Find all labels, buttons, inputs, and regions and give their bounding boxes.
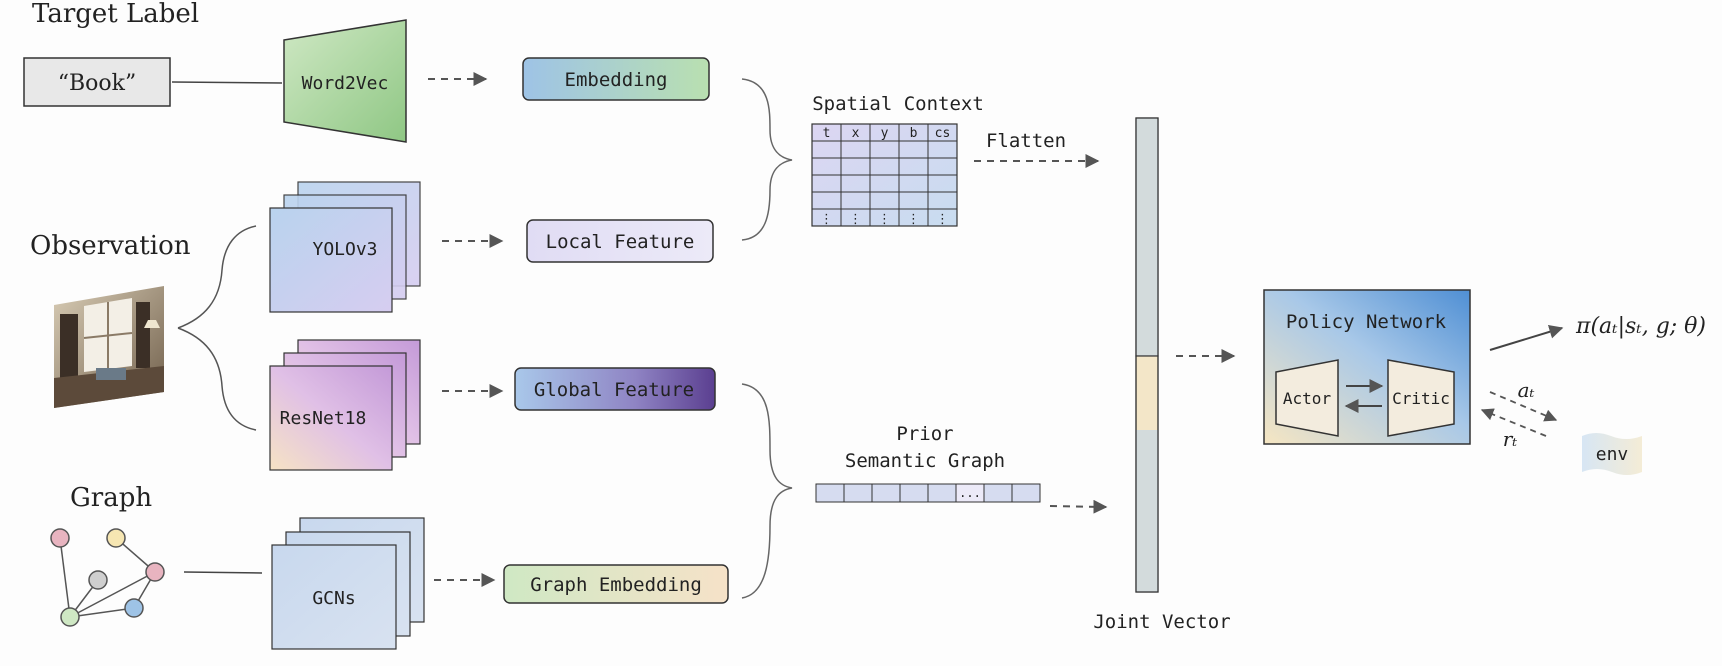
book-label: “Book” — [58, 71, 136, 96]
reward-arrow — [1480, 408, 1547, 437]
prior-vector-cell — [899, 483, 929, 503]
prior-vector-cell — [815, 483, 845, 503]
graph-to-gcn-line — [183, 571, 263, 574]
actor-block — [1275, 359, 1339, 437]
spatial-table-header-x: x — [852, 126, 860, 141]
prior-vector-cell — [1011, 483, 1041, 503]
book-to-word2vec-line — [171, 81, 283, 84]
target-label-heading: Target Label — [32, 0, 199, 29]
spatial-table-ellipsis: ⋮ — [907, 212, 920, 227]
prior-arrow — [1049, 499, 1108, 514]
word2vec-block — [283, 19, 407, 143]
critic-label: Critic — [1392, 389, 1450, 408]
graph-icon — [50, 528, 165, 627]
embedding-box — [522, 57, 710, 101]
word2vec-label: Word2Vec — [302, 73, 389, 94]
book-box — [23, 57, 171, 107]
semantic-brace — [741, 383, 793, 599]
prior-vector-cell — [927, 483, 957, 503]
observation-image — [54, 286, 164, 408]
embedding-label: Embedding — [565, 69, 668, 91]
prior-vector-cell — [983, 483, 1013, 503]
global-feature-label: Global Feature — [534, 379, 694, 401]
action-arrow — [1489, 391, 1558, 422]
spatial-table-ellipsis: ⋮ — [849, 212, 862, 227]
critic-block — [1387, 359, 1455, 437]
prior-vector-cell — [871, 483, 901, 503]
action-label: aₜ — [1518, 378, 1535, 402]
prior-vector-cell — [843, 483, 873, 503]
spatial-context-table: t ⋮ x ⋮ y ⋮ b ⋮ cs ⋮ — [811, 123, 958, 227]
policy-output-label: π(aₜ|sₜ, g; θ) — [1575, 314, 1706, 339]
graph-embedding-label: Graph Embedding — [530, 574, 702, 596]
joint-vector-label: Joint Vector — [1093, 611, 1230, 633]
spatial-context-title: Spatial Context — [812, 93, 984, 115]
local-feature-label: Local Feature — [546, 231, 695, 253]
yolo-stack — [269, 181, 421, 313]
yolo-label: YOLOv3 — [312, 239, 377, 260]
spatial-brace — [741, 78, 793, 241]
prior-title-line2: Semantic Graph — [845, 450, 1005, 472]
observation-brace-top — [177, 225, 257, 329]
spatial-table-header-y: y — [881, 126, 889, 141]
spatial-table-ellipsis: ⋮ — [936, 212, 949, 227]
env-label: env — [1596, 444, 1629, 465]
env-box — [1582, 433, 1642, 475]
global-feature-box — [514, 367, 716, 411]
observation-heading: Observation — [30, 231, 191, 261]
joint-vector-bar — [1135, 117, 1159, 593]
resnet-label: ResNet18 — [280, 408, 367, 429]
local-feature-box — [526, 219, 714, 263]
actor-label: Actor — [1283, 389, 1332, 408]
gcn-label: GCNs — [312, 588, 355, 609]
resnet-stack — [269, 339, 421, 471]
graph-heading: Graph — [70, 483, 152, 513]
spatial-table-header-t: t — [823, 126, 831, 141]
gcn-stack — [271, 517, 425, 650]
policy-output-arrow — [1489, 324, 1564, 351]
observation-brace-bottom — [177, 327, 257, 431]
flatten-label: Flatten — [986, 130, 1066, 152]
spatial-table-header-cs: cs — [935, 126, 951, 141]
graph-embedding-box — [503, 564, 729, 604]
prior-vector-ellipsis: ... — [959, 486, 981, 500]
spatial-table-ellipsis: ⋮ — [820, 212, 833, 227]
spatial-table-ellipsis: ⋮ — [878, 212, 891, 227]
prior-title-line1: Prior — [896, 423, 953, 445]
policy-network-title: Policy Network — [1286, 311, 1447, 333]
prior-semantic-vector: ... — [815, 483, 1041, 503]
reward-label: rₜ — [1503, 427, 1518, 451]
spatial-table-header-b: b — [910, 126, 918, 141]
